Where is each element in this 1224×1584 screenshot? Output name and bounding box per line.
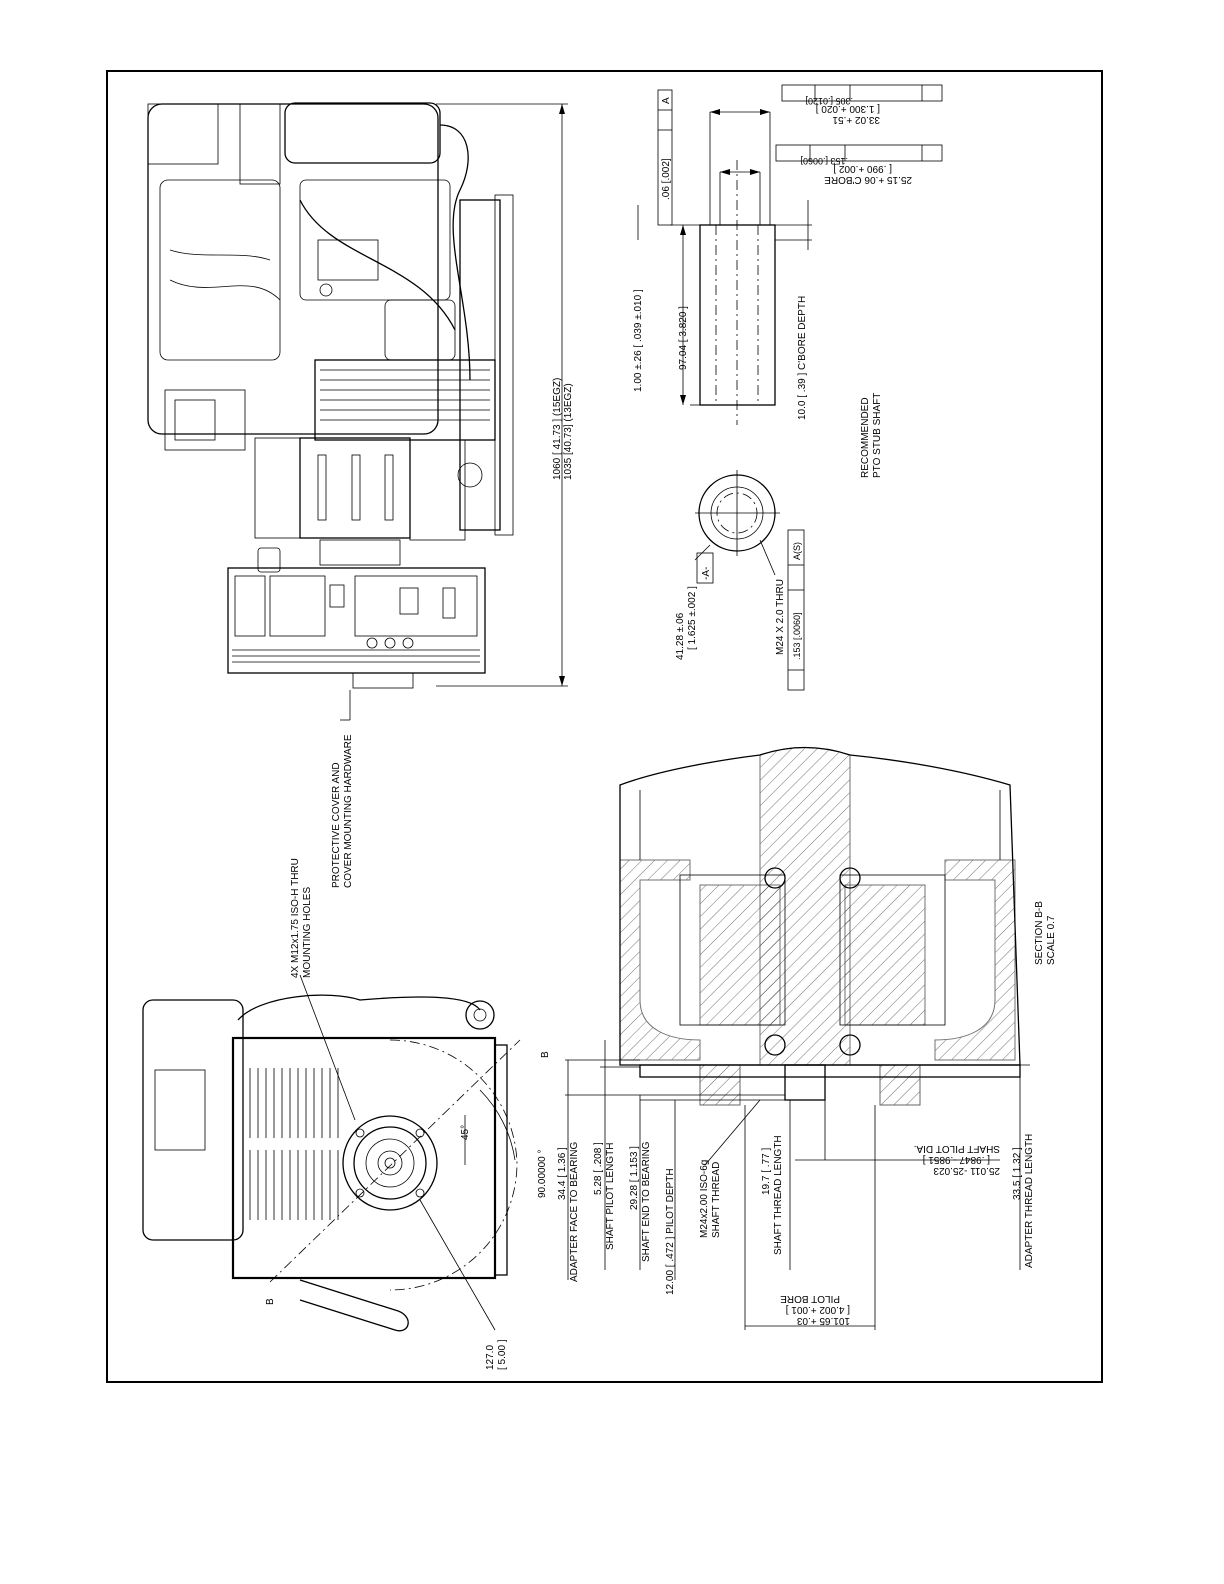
pilot-depth-dim: 12.00 [ .472 ] PILOT DEPTH	[665, 1168, 676, 1295]
protective-cover-label-1: PROTECTIVE COVER AND	[331, 762, 342, 888]
dim-1-00-label: 1.00 ±.26 [ .039 ±.010 ]	[633, 289, 644, 392]
dia-41-label: 41.28 ±.06	[675, 612, 686, 660]
angle-90-label: 90.00000 °	[537, 1150, 548, 1199]
shaft-thread-len-dim: 19.7 [ .77 ]	[761, 1148, 772, 1195]
section-b-b	[565, 746, 1030, 1330]
circle-dia-in-label: [ 5.00 ]	[497, 1339, 508, 1370]
engine-side-view	[147, 102, 568, 721]
m24-shaft-label-2: SHAFT THREAD	[711, 1162, 722, 1238]
section-title: SECTION B-B	[1034, 901, 1045, 965]
datum-a-label: A	[661, 97, 672, 104]
recommended-label-1: RECOMMENDED	[860, 397, 871, 478]
fcf-position-153b: .153 [.0060]	[792, 612, 802, 660]
overall-height-dim: 1060 [ 41.73 ] (15EGZ)	[552, 378, 563, 480]
section-mark-b-top: B	[540, 1051, 551, 1058]
adapter-end-view	[694, 470, 805, 691]
mounting-holes-label-1: 4X M12x1.75 ISO-H THRU	[290, 858, 301, 978]
section-scale: SCALE 0.7	[1046, 915, 1057, 965]
fcf-perpendicularity: .06 [.002]	[661, 158, 672, 200]
cooling-fins	[249, 1068, 339, 1220]
pilot-bore-dim-1: 101.65 +.03	[796, 1315, 850, 1326]
datum-a-box-label: -A-	[701, 567, 712, 580]
shaft-pilot-len-dim: 5.28 [ .208 ]	[593, 1142, 604, 1195]
engine-front-view	[142, 974, 521, 1332]
pilot-bore-dim-2: [ 4.002 +.001 ]	[786, 1304, 850, 1315]
dia-33-label: 33.02 +.51	[832, 114, 880, 125]
section-mark-b-bottom: B	[265, 1298, 276, 1305]
shaft-pilot-dia-dim-1: 25.011 -25.023	[933, 1165, 1000, 1176]
recommended-label-2: PTO STUB SHAFT	[872, 393, 883, 478]
dia-25-in-label: [ .990 +.002 ]	[833, 163, 892, 174]
adapter-thread-dim: 33.5 [ 1.32 ]	[1012, 1147, 1023, 1200]
mounting-holes-label-2: MOUNTING HOLES	[302, 887, 313, 978]
overall-height-dim-alt: 1035 [40.73] (13EGZ)	[563, 383, 574, 480]
shaft-pilot-len-label: SHAFT PILOT LENGTH	[605, 1143, 616, 1250]
adapter-face-dim: 34.4 [ 1.36 ]	[557, 1147, 568, 1200]
adapter-thread-label: ADAPTER THREAD LENGTH	[1024, 1134, 1035, 1268]
cbore-depth-label: 10.0 [ .39 ] C'BORE DEPTH	[797, 296, 808, 420]
dia-41-in-label: [ 1.625 ±.002 ]	[687, 586, 698, 650]
pto-stub-shaft	[637, 84, 943, 425]
circle-dia-label: 127.0	[485, 1345, 496, 1370]
pilot-bore-label: PILOT BORE	[780, 1293, 840, 1304]
shaft-thread-len-label: SHAFT THREAD LENGTH	[773, 1135, 784, 1255]
fcf-position-305: .305 [.0120]	[805, 96, 853, 106]
protective-cover-label-2: COVER MOUNTING HARDWARE	[343, 734, 354, 888]
shaft-pilot-dia-label: SHAFT PILOT DIA.	[914, 1143, 1000, 1154]
drawing-border	[106, 70, 1103, 1383]
control-panel	[227, 567, 486, 674]
shaft-end-label: SHAFT END TO BEARING	[641, 1141, 652, 1262]
shaft-end-dim: 29.28 [ 1.153 ]	[629, 1146, 640, 1210]
shaft-pilot-dia-dim-2: [ .9847 -.9851 ]	[923, 1154, 990, 1165]
fcf-position-153: .153 [.0060]	[800, 156, 848, 166]
dia-25-label: 25.15 +.06 C'BORE	[824, 174, 912, 185]
adapter-face-label: ADAPTER FACE TO BEARING	[569, 1142, 580, 1282]
fcf-ag-label: A(S)	[792, 542, 802, 560]
dia-33-in-label: [ 1.300 +.020 ]	[816, 103, 880, 114]
m24-shaft-label-1: M24x2.00 ISO-6g	[699, 1160, 710, 1238]
angle-45-label: 45°	[460, 1125, 471, 1140]
dim-97-label: 97.04 [ 3.820 ]	[678, 306, 689, 370]
m24-thru-label: M24 X 2.0 THRU	[775, 579, 786, 655]
